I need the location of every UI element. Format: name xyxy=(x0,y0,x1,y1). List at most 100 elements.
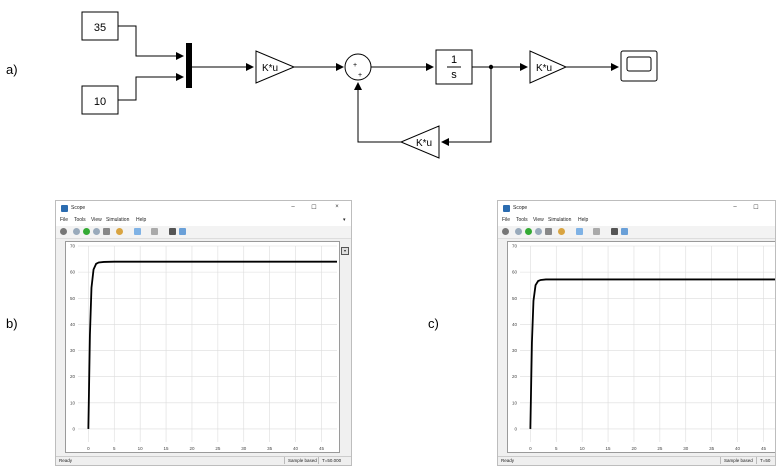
x-tick-label: 25 xyxy=(215,446,221,451)
run-icon[interactable] xyxy=(83,228,90,235)
x-tick-label: 15 xyxy=(164,446,170,451)
zoom-icon[interactable] xyxy=(134,228,141,235)
x-tick-label: 10 xyxy=(580,446,586,451)
gain-feedback-label: K*u xyxy=(416,138,432,149)
run-icon[interactable] xyxy=(525,228,532,235)
style-icon[interactable] xyxy=(179,228,186,235)
x-tick-label: 30 xyxy=(683,446,689,451)
cursor-measure-icon[interactable] xyxy=(169,228,176,235)
x-tick-label: 15 xyxy=(606,446,612,451)
scope-title: Scope xyxy=(71,205,86,211)
scope-titlebar[interactable]: Scope – ☐ × xyxy=(56,201,351,216)
y-tick-label: 50 xyxy=(70,296,76,301)
integrator-numerator: 1 xyxy=(451,54,457,66)
x-tick-label: 5 xyxy=(555,446,558,451)
y-tick-label: 30 xyxy=(512,348,518,353)
menu-simulation[interactable]: Simulation xyxy=(548,217,572,223)
label-b: b) xyxy=(6,316,18,331)
minimize-icon[interactable]: – xyxy=(291,204,295,210)
y-tick-label: 20 xyxy=(70,374,76,379)
settings-icon[interactable] xyxy=(502,228,509,235)
menu-dock-arrow-icon[interactable]: ▾ xyxy=(343,217,346,223)
menu-view[interactable]: View xyxy=(91,217,102,223)
menu-tools[interactable]: Tools xyxy=(516,217,528,223)
step-back-icon[interactable] xyxy=(515,228,522,235)
y-tick-label: 40 xyxy=(70,322,76,327)
stop-icon[interactable] xyxy=(545,228,552,235)
mux-block[interactable] xyxy=(186,43,192,88)
y-tick-label: 60 xyxy=(70,270,76,275)
maximize-icon[interactable]: ☐ xyxy=(311,205,317,211)
y-tick-label: 40 xyxy=(512,322,518,327)
x-tick-label: 0 xyxy=(529,446,532,451)
cursor-measure-icon[interactable] xyxy=(611,228,618,235)
scope-block[interactable] xyxy=(620,50,658,82)
x-tick-label: 10 xyxy=(138,446,144,451)
menu-help[interactable]: Help xyxy=(578,217,589,223)
integrator-block[interactable]: 1 s xyxy=(435,49,473,85)
scope-app-icon xyxy=(61,205,68,212)
step-forward-icon[interactable] xyxy=(535,228,542,235)
y-tick-label: 10 xyxy=(512,400,518,405)
constant-10-value: 10 xyxy=(94,96,106,108)
constant-block-35[interactable]: 35 xyxy=(81,11,119,41)
y-tick-label: 20 xyxy=(512,374,518,379)
highlight-icon[interactable] xyxy=(116,228,123,235)
gain-block-1[interactable]: K*u xyxy=(255,50,296,84)
menu-help[interactable]: Help xyxy=(136,217,147,223)
stop-icon[interactable] xyxy=(103,228,110,235)
minimize-icon[interactable]: – xyxy=(733,204,737,210)
close-icon[interactable]: × xyxy=(335,204,339,210)
status-ready: Ready xyxy=(501,458,515,463)
y-tick-label: 70 xyxy=(70,244,76,249)
x-tick-label: 30 xyxy=(241,446,247,451)
y-tick-label: 10 xyxy=(70,400,76,405)
constant-35-value: 35 xyxy=(94,22,106,34)
x-tick-label: 35 xyxy=(709,446,715,451)
undock-icon[interactable]: ▾ xyxy=(341,247,349,255)
sum-sign-bottom: + xyxy=(358,72,362,79)
status-time: T=50 xyxy=(756,457,773,464)
x-tick-label: 40 xyxy=(293,446,299,451)
scope-titlebar[interactable]: Scope – ☐ × xyxy=(498,201,775,216)
x-tick-label: 5 xyxy=(113,446,116,451)
zoom-icon[interactable] xyxy=(576,228,583,235)
gain-block-feedback[interactable]: K*u xyxy=(399,125,440,159)
gain-1-label: K*u xyxy=(262,63,278,74)
autoscale-icon[interactable] xyxy=(593,228,600,235)
scope-window-b[interactable]: Scope – ☐ × File Tools View Simulation H… xyxy=(55,200,352,466)
step-forward-icon[interactable] xyxy=(93,228,100,235)
x-tick-label: 20 xyxy=(631,446,637,451)
menu-tools[interactable]: Tools xyxy=(74,217,86,223)
scope-toolbar xyxy=(498,226,775,239)
maximize-icon[interactable]: ☐ xyxy=(753,205,759,211)
autoscale-icon[interactable] xyxy=(151,228,158,235)
highlight-icon[interactable] xyxy=(558,228,565,235)
series-line xyxy=(529,278,775,429)
feedback-signal-line xyxy=(441,67,492,146)
settings-icon[interactable] xyxy=(60,228,67,235)
integrator-denominator: s xyxy=(451,69,457,81)
sum-block[interactable]: + + xyxy=(344,53,372,81)
step-back-icon[interactable] xyxy=(73,228,80,235)
style-icon[interactable] xyxy=(621,228,628,235)
x-tick-label: 20 xyxy=(189,446,195,451)
y-tick-label: 60 xyxy=(512,270,518,275)
scope-menubar: File Tools View Simulation Help xyxy=(498,216,775,226)
constant-block-10[interactable]: 10 xyxy=(81,85,119,115)
signal-line xyxy=(118,73,184,101)
x-tick-label: 0 xyxy=(87,446,90,451)
y-tick-label: 0 xyxy=(72,426,75,431)
scope-toolbar xyxy=(56,226,351,239)
scope-menubar: File Tools View Simulation Help ▾ xyxy=(56,216,351,226)
gain-block-2[interactable]: K*u xyxy=(529,50,568,84)
menu-file[interactable]: File xyxy=(60,217,69,223)
scope-window-c[interactable]: Scope – ☐ × File Tools View Simulation H… xyxy=(497,200,776,466)
label-a: a) xyxy=(6,62,18,77)
menu-simulation[interactable]: Simulation xyxy=(106,217,130,223)
menu-file[interactable]: File xyxy=(502,217,511,223)
sum-sign-top: + xyxy=(353,62,357,69)
menu-view[interactable]: View xyxy=(533,217,544,223)
